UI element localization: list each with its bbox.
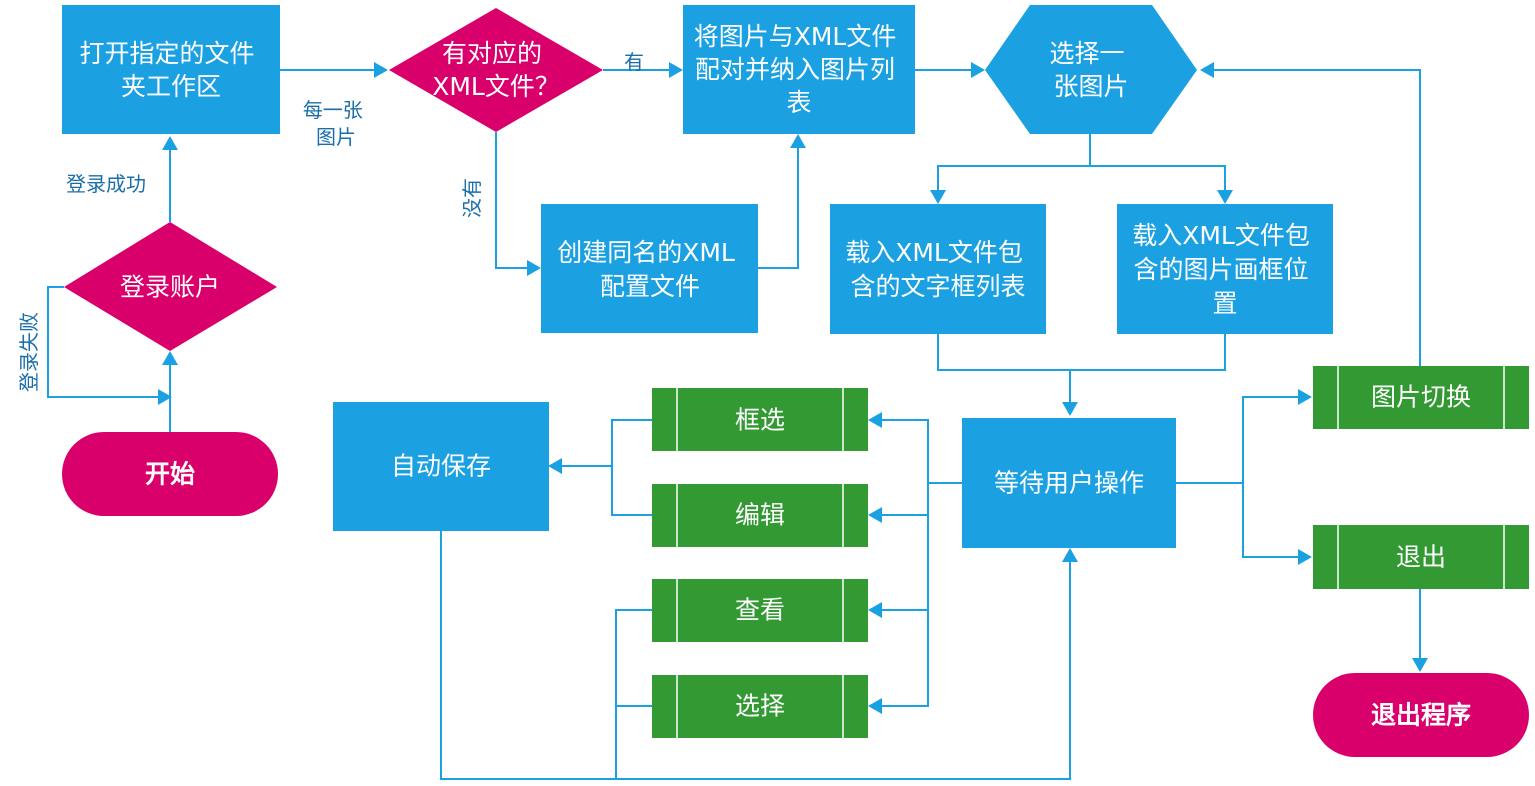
arrowhead [1298,389,1312,405]
node-text-line: 载入XML文件包 [845,238,1023,267]
node-text-line: 选择一 [1050,39,1125,68]
node-text-line: 置 [1212,289,1237,318]
arrowhead [1412,658,1428,672]
node-login-decision: 登录账户 [64,222,277,351]
edge-autosave-return [440,531,1071,780]
arrowhead [669,62,683,78]
arrowhead [548,458,562,474]
node-text-line: 登录账户 [120,273,220,302]
arrowhead [971,62,985,78]
arrowhead [1298,549,1312,565]
node-text-line: 编辑 [735,501,785,530]
arrowhead [158,389,172,405]
node-load-text-boxes: 载入XML文件包 含的文字框列表 [830,204,1046,334]
node-text-line: 等待用户操作 [994,469,1144,498]
node-text-line: 查看 [735,596,785,625]
svg-text:选择一 张图片: 选择一 张图片 [1050,39,1133,101]
node-exit: 退出 [1313,525,1529,589]
node-text-line: XML文件？ [432,72,560,101]
edge-label-each-image: 每一张 图片 [303,98,369,149]
arrowhead [374,62,388,78]
connectors [47,69,1421,780]
svg-text:有对应的 XML文件？: 有对应的 XML文件？ [432,39,560,101]
arrowhead [1062,548,1078,562]
edge-loads-merge [937,334,1226,405]
node-text-line: 创建同名的XML [557,238,735,267]
edge-label-login-fail: 登录失败 [17,312,41,392]
node-text-line: 含的文字框列表 [850,272,1025,301]
node-text-line: 退出程序 [1371,701,1471,730]
node-text-line: 表 [786,88,811,117]
node-text-line: 张图片 [1053,72,1128,101]
edge-label-yes: 有 [624,50,644,74]
node-edit: 编辑 [652,484,868,547]
edge-switch-select [1212,69,1421,366]
edge-hasxml-create [495,132,530,269]
arrowhead [527,260,541,276]
node-text-line: 有对应的 [442,39,542,68]
arrowhead [868,507,882,523]
node-load-image-frames: 载入XML文件包 含的图片画框位 置 [1117,204,1333,334]
arrowhead [790,134,806,148]
edge-wait-switch-exit [1176,396,1302,558]
svg-text:打开指定的文件 夹工作区: 打开指定的文件 夹工作区 [80,39,263,101]
svg-text:将图片与XML文件 配对并纳入图片列: 将图片与XML文件 配对并纳入图片列 表 [694,22,905,117]
arrowheads [158,62,1428,714]
arrowhead [1217,190,1233,204]
edge-create-pair [758,145,799,269]
arrowhead [930,190,946,204]
node-wait-user: 等待用户操作 [962,418,1176,548]
arrowhead [162,351,178,365]
node-text-line: 开始 [145,460,195,489]
node-pair-images: 将图片与XML文件 配对并纳入图片列 表 [683,5,915,134]
node-open-folder: 打开指定的文件 夹工作区 [62,5,280,134]
node-exit-program: 退出程序 [1313,673,1529,757]
node-switch-image: 图片切换 [1313,366,1529,429]
arrowhead [1200,62,1214,78]
edge-login-fail-loop [47,286,160,398]
node-text-line: 载入XML文件包 [1132,221,1310,250]
edge-label-no: 没有 [460,178,484,218]
edge-select-split [937,134,1226,193]
arrowhead [1062,402,1078,416]
node-view: 查看 [652,579,868,642]
node-text-line: 退出 [1396,543,1446,572]
arrowhead [868,412,882,428]
edge-wait-actions [878,419,962,707]
svg-text:载入XML文件包 含的图片画框位 置: 载入XML文件包 含的图片画框位 置 [1132,221,1318,318]
arrowhead [868,698,882,714]
edge-actions-autosave [560,419,652,516]
arrowhead [868,602,882,618]
node-text-line: 夹工作区 [121,72,221,101]
node-auto-save: 自动保存 [333,402,549,531]
edge-label-login-success: 登录成功 [66,172,146,196]
svg-text:创建同名的XML 配置文件: 创建同名的XML 配置文件 [557,238,743,301]
node-text-line: 自动保存 [391,452,491,481]
node-start: 开始 [62,432,278,516]
node-text-line: 选择 [735,692,785,721]
edge-view-choose-return [615,609,652,779]
node-select-image: 选择一 张图片 [985,5,1197,134]
node-text-line: 框选 [735,406,785,435]
node-has-xml-decision: 有对应的 XML文件？ [389,8,603,132]
node-create-xml: 创建同名的XML 配置文件 [541,204,758,333]
edge-labels: 每一张 图片 有 没有 登录成功 登录失败 [17,50,644,392]
node-text-line: 打开指定的文件 [80,39,255,68]
node-text-line: 将图片与XML文件 [694,22,897,51]
arrowhead [162,136,178,150]
node-text-line: 含的图片画框位 [1134,255,1309,284]
svg-text:载入XML文件包 含的文字框列表: 载入XML文件包 含的文字框列表 [845,238,1031,301]
node-choose: 选择 [652,675,868,738]
node-box-select: 框选 [652,388,868,451]
node-text-line: 配对并纳入图片列 [695,55,895,84]
node-text-line: 图片切换 [1371,383,1471,412]
node-text-line: 配置文件 [600,272,700,301]
